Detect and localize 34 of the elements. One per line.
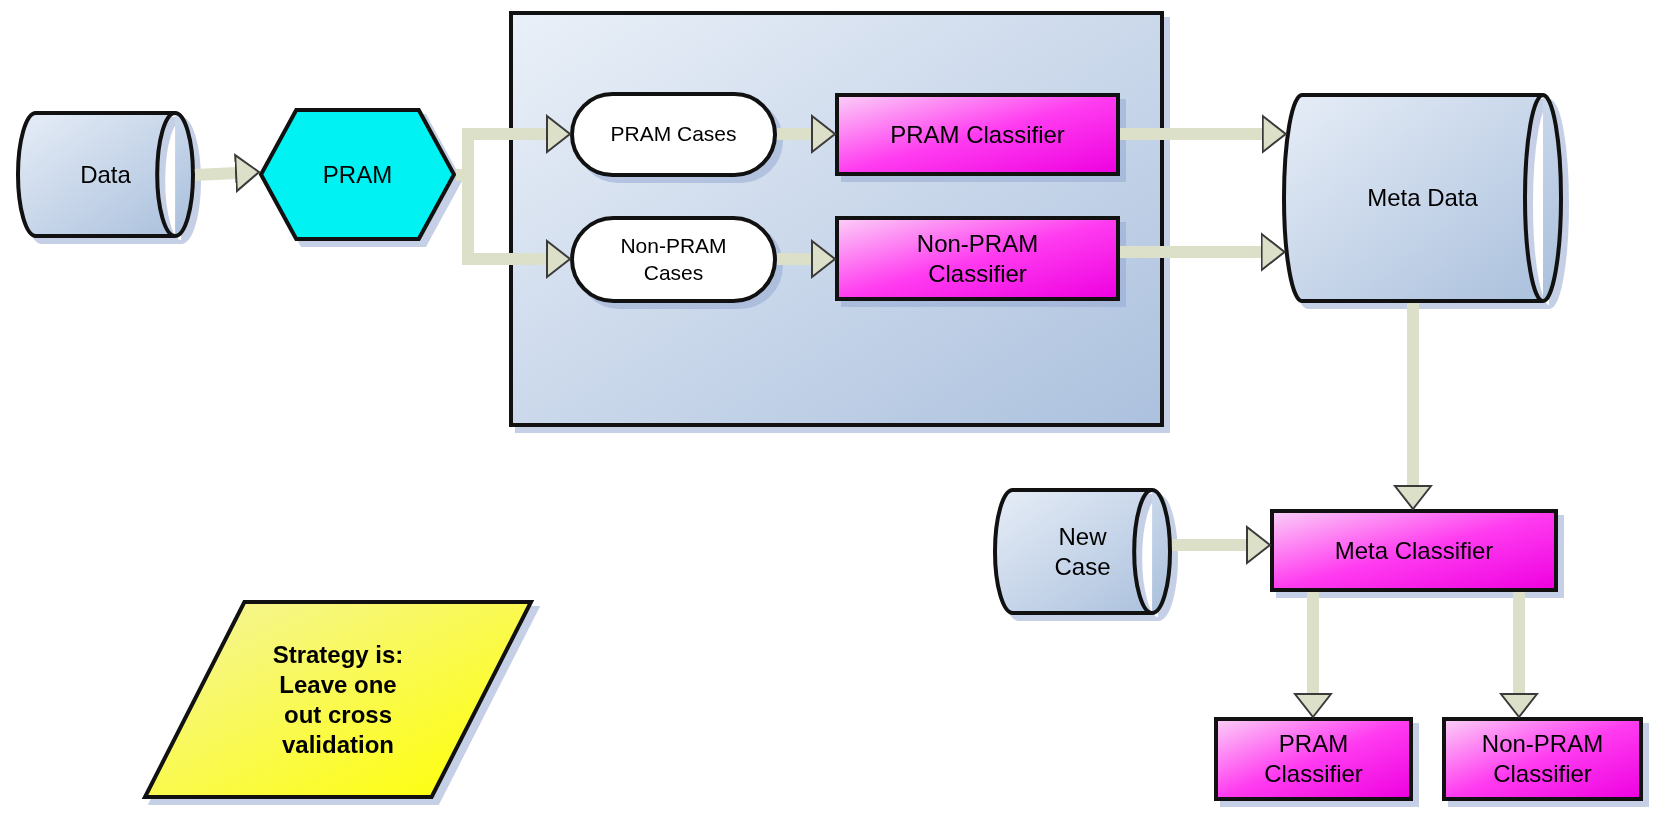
preparation-hexagon (259, 108, 456, 241)
database-cylinder (1282, 93, 1563, 303)
node-label: Data (80, 159, 131, 190)
node-label: Non-PRAM Classifier (1480, 729, 1605, 789)
block-arrow (1172, 526, 1271, 564)
block-arrow (777, 240, 836, 278)
block-arrow (1500, 592, 1538, 718)
process-box (1270, 509, 1558, 592)
block-arrow (777, 115, 836, 153)
node-label: PRAM Classifier (890, 119, 1065, 150)
node-label: Non-PRAM Classifier (915, 228, 1040, 289)
node-label: PRAM Cases (610, 121, 737, 148)
terminator-pill (570, 216, 777, 303)
node-label: Meta Data (1367, 183, 1478, 213)
process-box (1442, 717, 1643, 801)
process-box (1214, 717, 1413, 801)
node-label: New Case (1053, 521, 1112, 582)
block-arrow (1120, 115, 1287, 153)
process-box (835, 216, 1120, 301)
node-label: Strategy is: Leave one out cross validation (271, 639, 405, 760)
block-arrow (1120, 233, 1286, 271)
terminator-pill (570, 92, 777, 177)
node-label: Non-PRAM Cases (619, 233, 728, 286)
database-cylinder (16, 111, 195, 238)
block-arrow (1294, 592, 1332, 718)
node-label: PRAM (322, 159, 393, 190)
process-box (835, 93, 1120, 176)
group-panel (509, 11, 1164, 427)
node-label: PRAM Classifier (1263, 729, 1364, 789)
node-label: Meta Classifier (1334, 535, 1494, 566)
database-cylinder (993, 488, 1172, 615)
block-arrow (194, 154, 260, 193)
data-parallelogram (143, 600, 533, 799)
block-arrow (1394, 303, 1432, 510)
